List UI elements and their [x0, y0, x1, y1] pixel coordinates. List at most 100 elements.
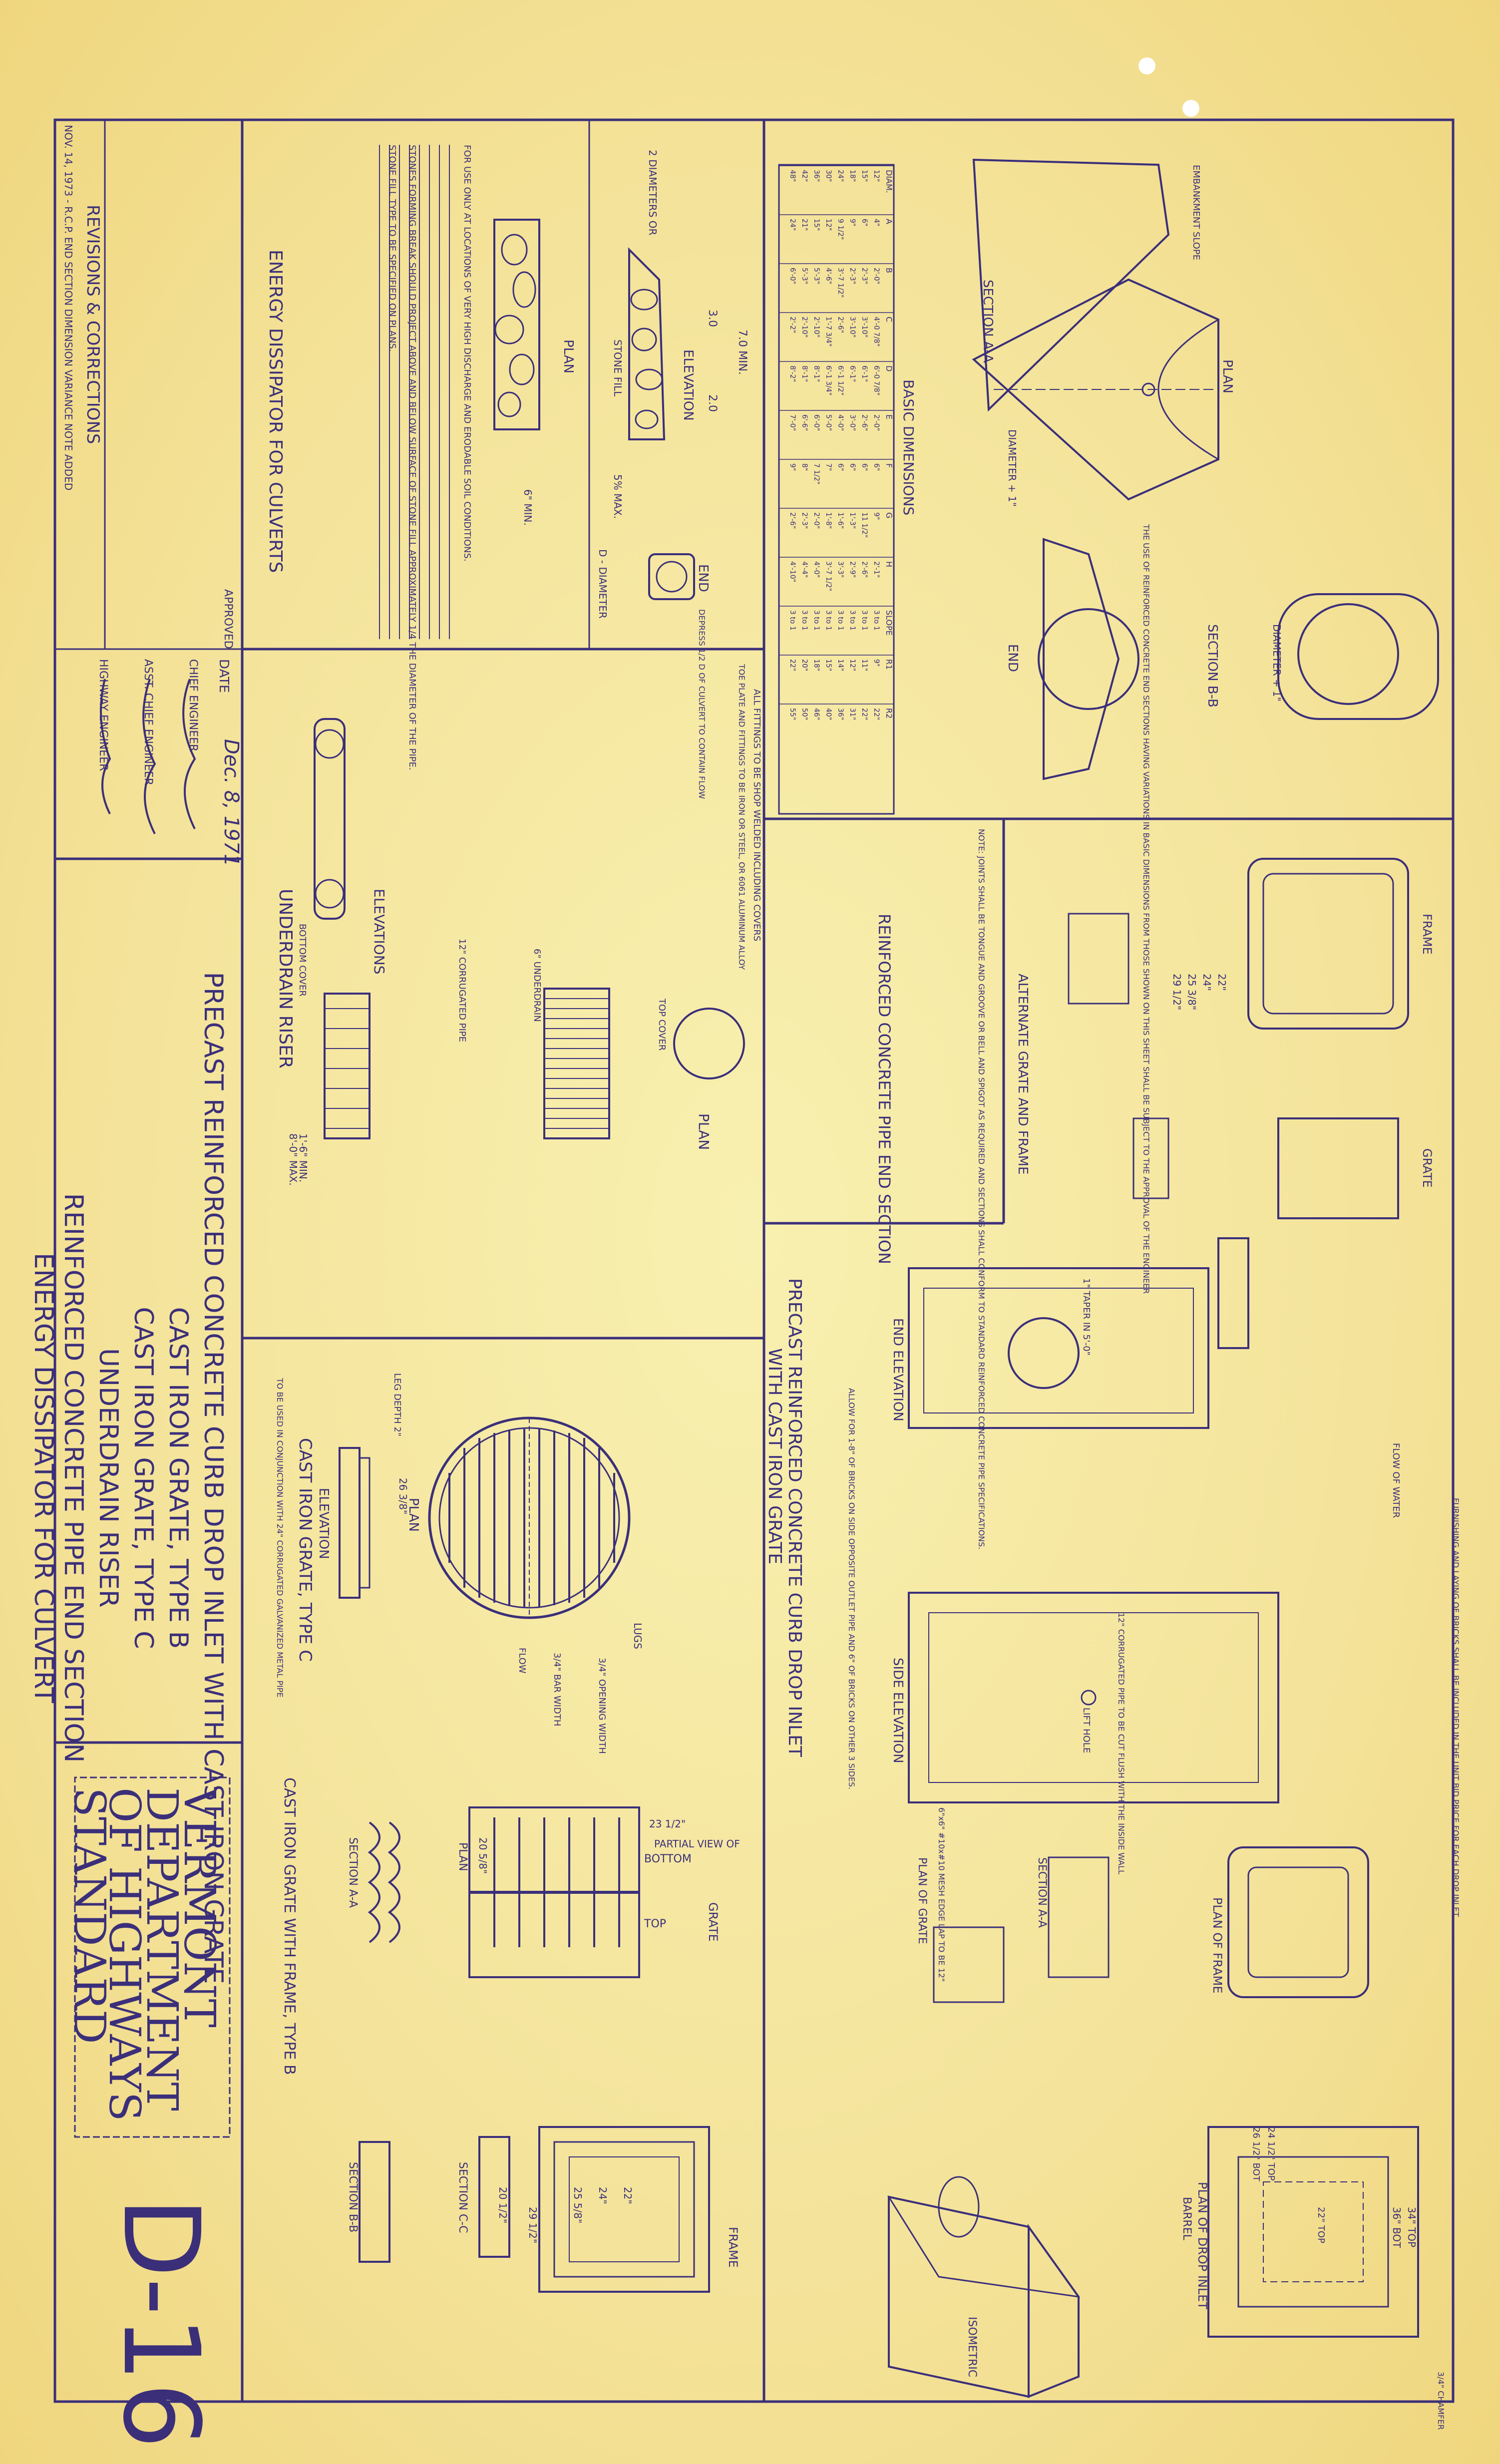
rcp-table-cell: 31" [848, 708, 856, 720]
inlet-lift-hole: LIFT HOLE [1081, 1708, 1092, 1753]
inlet-isometric: ISOMETRIC [966, 2317, 978, 2377]
inlet-end-elev: END ELEVATION [890, 1318, 905, 1421]
inlet-frame-label: FRAME [1420, 914, 1434, 955]
rcp-table-cell: 5'-3" [812, 268, 820, 284]
rcp-table-cell: 40" [824, 708, 832, 720]
rcp-table-cell: 2'-6" [860, 561, 868, 578]
inlet-taper: 1" TAPER IN 5'-0" [1081, 1278, 1092, 1356]
rcp-table-header: D [884, 365, 894, 371]
rcp-table-cell: 3 to 1 [800, 610, 808, 631]
rcp-table-cell: 8'-1" [812, 365, 820, 382]
rcp-table-cell: 46" [812, 708, 820, 720]
grate-b-dim-7: 20 1/2" [497, 2187, 509, 2223]
riser-title: UNDERDRAIN RISER [275, 889, 296, 1068]
inlet-plan-grate: PLAN OF GRATE [916, 1857, 928, 1944]
inlet-pipe-note: 12" CORRUGATED PIPE TO BE CUT FLUSH WITH… [1117, 1613, 1126, 1874]
rcp-table-cell: 2'-6" [788, 512, 796, 529]
curb-drop-inlet: PRECAST REINFORCED CONCRETE CURB DROP IN… [764, 858, 1461, 2430]
rcp-table-cell: 36" [812, 170, 820, 182]
energy-dissipator: ENERGY DISSIPATOR FOR CULVERTS PLAN ELEV… [265, 145, 749, 799]
riser-label-3: TOP COVER [657, 998, 667, 1051]
signature-1 [182, 679, 196, 829]
rcp-table-cell: 4'-0 7/8" [872, 317, 880, 347]
revisions-block: REVISIONS & CORRECTIONS NOV. 14, 1973 - … [62, 120, 106, 649]
grate-type-c: CAST IRON GRATE, TYPE C TO BE USED IN CO… [275, 1373, 644, 1754]
rcp-table-header: A [884, 219, 894, 224]
grate-c-label-1: 26 3/8" [397, 1478, 409, 1514]
rcp-title: REINFORCED CONCRETE PIPE END SECTION [875, 914, 894, 1264]
energy-plan-label: PLAN [561, 340, 576, 373]
energy-dim-2: 3.0 [706, 310, 719, 327]
agency-line-2: DEPARTMENT [137, 1787, 187, 2111]
rcp-table-cell: 2'-3" [860, 268, 868, 284]
grate-b-section-aa: SECTION A-A [347, 1837, 359, 1908]
rcp-table-cell: 4'-10" [788, 561, 796, 582]
rcp-table-title: BASIC DIMENSIONS [900, 379, 917, 515]
rcp-table-cell: 3'-10" [860, 317, 868, 338]
inlet-section-aa: SECTION A-A [1036, 1857, 1048, 1928]
punch-hole [1138, 57, 1155, 74]
inlet-dim-25: 25 3/8" [1186, 974, 1198, 1010]
inlet-grate-label: GRATE [1420, 1148, 1434, 1188]
riser-note: ALL FITTINGS TO BE SHOP WELDED INCLUDING… [751, 689, 762, 941]
riser-label-4: BOTTOM COVER [297, 924, 308, 997]
energy-dim-5: D - DIAMETER [597, 549, 609, 619]
rcp-table-cell: 3'-7 1/2" [824, 561, 832, 591]
rcp-table-header: R1 [884, 659, 894, 670]
rcp-table-cell: 22" [860, 708, 868, 720]
energy-dim-1: 7.0 MIN. [736, 330, 749, 375]
energy-dim-6: 6" MIN. [522, 489, 534, 526]
rcp-table-cell: 2'-10" [812, 317, 820, 338]
rcp-table-cell: 2'-6" [860, 414, 868, 431]
rcp-table-cell: 2'-10" [800, 317, 808, 338]
inlet-subtitle: WITH CAST IRON GRATE [764, 1348, 785, 1564]
inlet-alt-title: ALTERNATE GRATE AND FRAME [1015, 974, 1030, 1175]
rcp-table-cell: 6'-6" [800, 414, 808, 431]
rcp-table-cell: 15" [824, 659, 832, 671]
rcp-table-cell: 3 to 1 [848, 610, 856, 631]
signature-3 [100, 679, 111, 814]
rcp-table-cell: 1'-6" [836, 512, 844, 529]
grate-type-b: CAST IRON GRATE WITH FRAME, TYPE B GRATE… [281, 1777, 740, 2293]
inlet-dim-22top: 22" TOP [1316, 2207, 1326, 2243]
grate-c-label-5: LEG DEPTH 2" [392, 1373, 402, 1436]
grate-c-label-4: 3/4" BAR WIDTH [552, 1653, 562, 1726]
rcp-table-cell: 4" [872, 219, 880, 226]
agency-line-4: STANDARD [64, 1787, 114, 2044]
grate-c-bars [448, 1429, 615, 1607]
date-label: DATE [216, 659, 231, 693]
inlet-dim-34top: 34" TOP [1406, 2207, 1418, 2247]
grate-b-title: CAST IRON GRATE WITH FRAME, TYPE B [281, 1777, 298, 2075]
rcp-table-cell: 9" [872, 512, 880, 520]
rcp-table-cell: 14" [836, 659, 844, 671]
title-line-3: CAST IRON GRATE, TYPE C [128, 1307, 158, 1649]
rcp-table-cell: 3'-10" [848, 317, 856, 338]
rcp-section-aa: SECTION A-A [980, 280, 995, 363]
rcp-table-cell: 2'-2" [788, 317, 796, 333]
title-line-6: ENERGY DISSIPATOR FOR CULVERT [28, 1253, 58, 1703]
signature-2 [142, 679, 156, 834]
rcp-table-cell: 3'-0" [848, 414, 856, 431]
grate-b-bottom: BOTTOM [644, 1853, 692, 1865]
inlet-chamfer: 3/4" CHAMFER [1436, 2372, 1446, 2430]
border-frame [53, 118, 1455, 2403]
inlet-dim-24: 24" [1201, 974, 1213, 991]
rcp-dimension-table: DIAM.12"15"18"24"30"36"42"48"A4"6"9"9 1/… [779, 165, 894, 720]
inlet-dim-26bot: 26 1/2" BOT [1251, 2127, 1261, 2182]
rcp-table-cell: 5'-0" [824, 414, 832, 431]
grate-b-frame-label: FRAME [726, 2227, 740, 2268]
rcp-table-cell: 6'-1 1/2" [836, 365, 844, 395]
rcp-table-cell: 7" [824, 463, 832, 471]
rcp-diameter-1: DIAMETER + 1" [1006, 429, 1018, 507]
grate-b-dim-3: 25 5/8" [572, 2187, 584, 2223]
role-chief: CHIEF ENGINEER [187, 659, 199, 751]
grate-b-dim-6: 29 1/2" [527, 2207, 539, 2243]
revision-entry: NOV. 14, 1973 - R.C.P. END SECTION DIMEN… [62, 125, 74, 490]
rcp-table-cell: 2'-3" [848, 268, 856, 284]
rcp-table-cell: 7'-0" [788, 414, 796, 431]
grate-c-label-6: FLOW [517, 1648, 527, 1674]
rcp-table-cell: 3 to 1 [872, 610, 880, 631]
rcp-note-joint: NOTE: JOINTS SHALL BE TONGUE AND GROOVE … [977, 829, 986, 1549]
inlet-dim-29: 29 1/2" [1171, 974, 1183, 1010]
rcp-note-fittings: TOE PLATE AND FITTINGS TO BE IRON OR STE… [737, 664, 747, 970]
